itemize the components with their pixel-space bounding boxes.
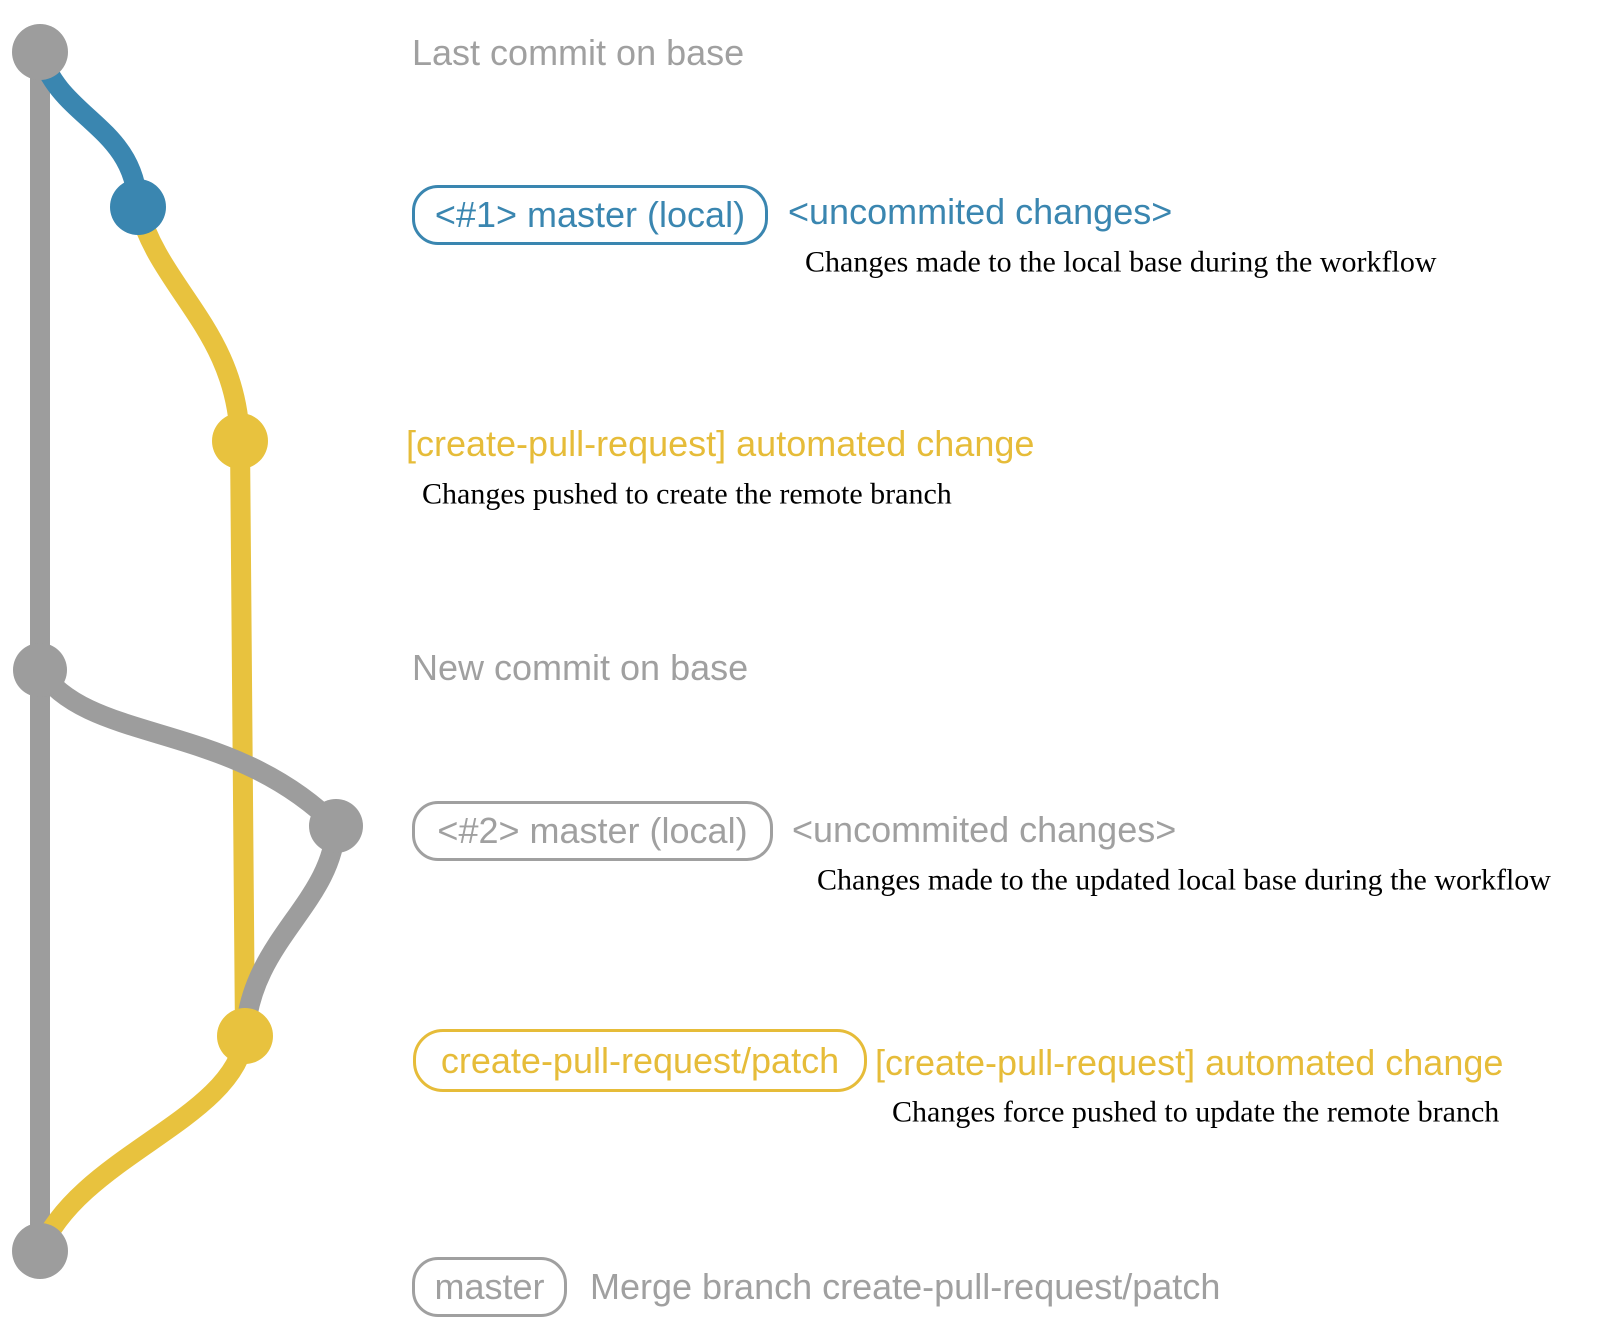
branch-tag-master: master [412, 1257, 567, 1317]
branch-tag-master-local-1: <#1> master (local) [412, 185, 768, 245]
branch-tag-master-local-1-label: <#1> master (local) [434, 194, 746, 235]
label-last-commit-on-base: Last commit on base [412, 32, 745, 74]
annotation-uncommited-changes-2: <uncommited changes> [792, 809, 1177, 851]
branch-tag-patch: create-pull-request/patch [413, 1029, 867, 1092]
description-local-changes-2: Changes made to the updated local base d… [817, 863, 1551, 897]
force-push-edge [235, 816, 346, 1046]
annotation-merge-branch: Merge branch create-pull-request/patch [590, 1266, 1221, 1308]
commit-dot-local-2 [309, 799, 363, 853]
push-to-remote-edge [128, 197, 250, 451]
branch-tag-master-label: master [434, 1266, 545, 1307]
remote-branch-line [230, 431, 255, 1046]
commit-dot-remote-1 [212, 413, 268, 469]
commit-dot-merge [12, 1223, 68, 1279]
label-new-commit-on-base: New commit on base [412, 647, 749, 689]
description-force-push: Changes force pushed to update the remot… [892, 1095, 1500, 1129]
description-automated-change-1: Changes pushed to create the remote bran… [422, 477, 952, 511]
heading-automated-change-1: [create-pull-request] automated change [406, 423, 1035, 465]
commit-dot-local-1 [110, 179, 166, 235]
branch-tag-master-local-2: <#2> master (local) [412, 801, 773, 861]
annotation-automated-change-2: [create-pull-request] automated change [875, 1042, 1504, 1084]
commit-dot-remote-2 [217, 1008, 273, 1064]
rebased-local-edge [30, 660, 346, 836]
branch-tag-master-local-2-label: <#2> master (local) [437, 810, 748, 851]
commit-dot-last-base [12, 24, 68, 80]
merge-edge [30, 1026, 255, 1261]
commit-dot-new-base [13, 643, 67, 697]
annotation-uncommited-changes-1: <uncommited changes> [788, 191, 1173, 233]
branch-tag-patch-label: create-pull-request/patch [440, 1039, 840, 1081]
description-local-changes-1: Changes made to the local base during th… [805, 245, 1437, 279]
